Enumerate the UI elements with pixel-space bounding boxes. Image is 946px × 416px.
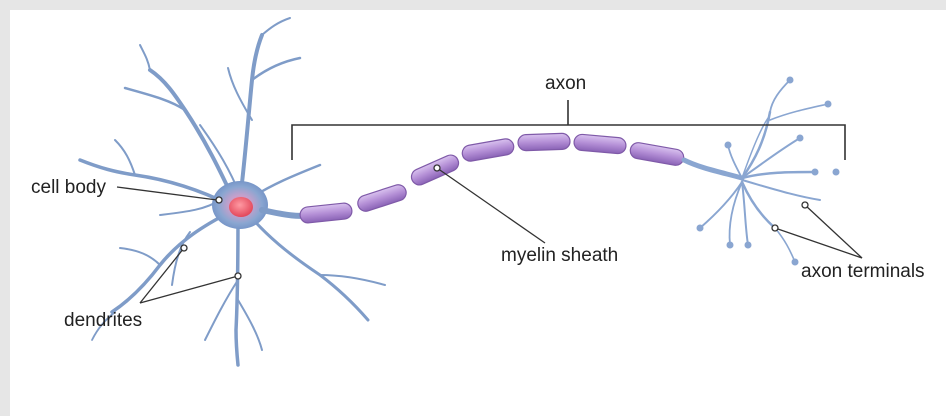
- cell-body-shape: [212, 181, 268, 229]
- label-myelin-sheath: myelin sheath: [501, 246, 618, 265]
- leader-markers: [181, 165, 808, 279]
- label-cell-body: cell body: [31, 178, 106, 197]
- nucleus-shape: [229, 197, 253, 217]
- myelin-segments: [299, 133, 685, 224]
- label-dendrites: dendrites: [64, 311, 142, 330]
- axon-terminal-tree: [684, 80, 828, 262]
- label-axon-terminals: axon terminals: [801, 262, 925, 281]
- label-axon: axon: [545, 74, 586, 93]
